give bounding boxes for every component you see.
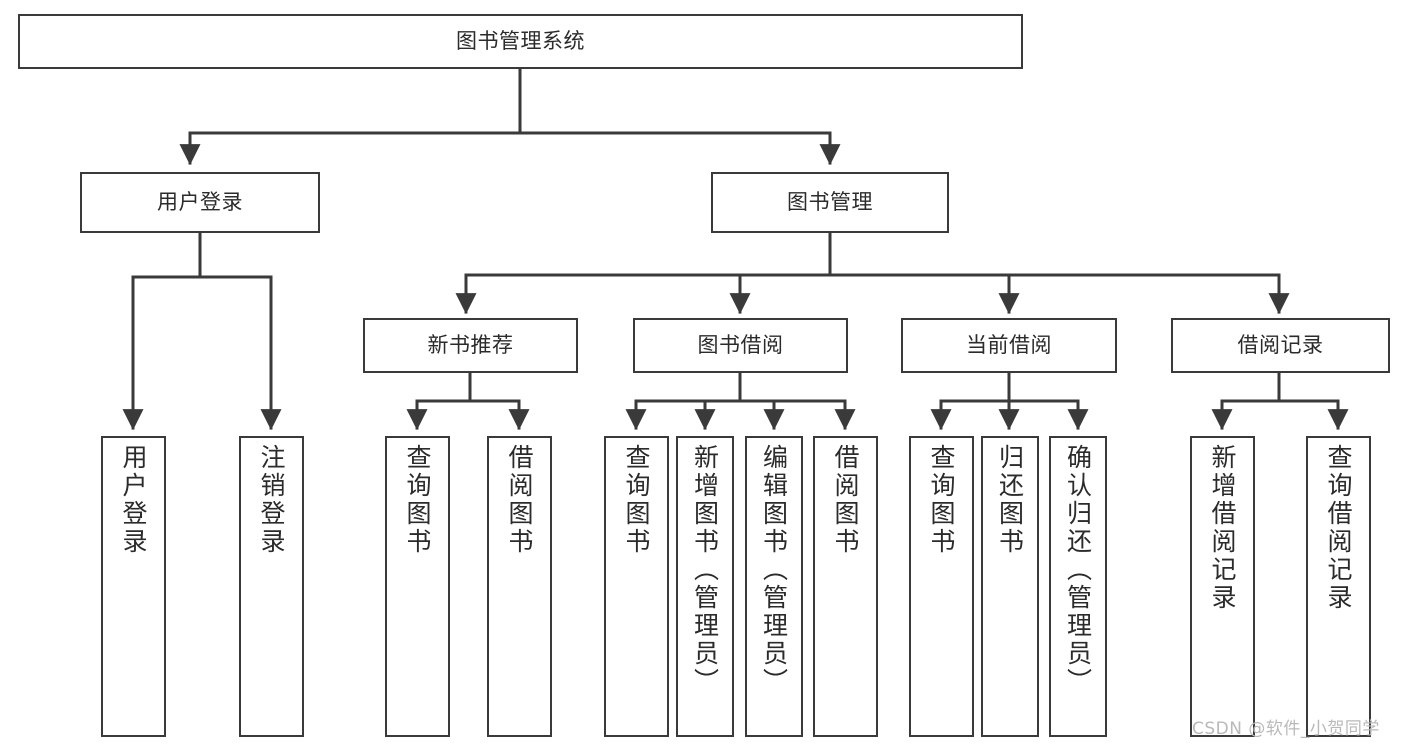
node-label: 借阅记录 [1237, 333, 1324, 358]
node-label: 查询图书 [927, 444, 956, 556]
leaf-user-login-logout[interactable]: 注销登录 [239, 436, 304, 737]
node-label: 编辑图书（管理员） [759, 444, 789, 696]
leaf-borrow-add-book-admin[interactable]: 新增图书（管理员） [676, 436, 734, 737]
node-user-login[interactable]: 用户登录 [80, 172, 320, 233]
node-label: 用户登录 [157, 190, 243, 215]
node-label: 查询图书 [622, 444, 651, 556]
leaf-borrow-query-book[interactable]: 查询图书 [604, 436, 669, 737]
node-book-borrow[interactable]: 图书借阅 [633, 318, 848, 373]
node-label: 注销登录 [257, 444, 286, 556]
node-label: 新增图书（管理员） [690, 444, 720, 696]
leaf-record-add-record[interactable]: 新增借阅记录 [1190, 436, 1255, 737]
leaf-new-book-borrow[interactable]: 借阅图书 [487, 436, 552, 737]
node-label: 新书推荐 [427, 333, 514, 358]
leaf-borrow-borrow-book[interactable]: 借阅图书 [813, 436, 878, 737]
node-borrow-record[interactable]: 借阅记录 [1171, 318, 1390, 373]
node-label: 借阅图书 [831, 444, 860, 556]
node-label: 查询借阅记录 [1324, 444, 1353, 612]
node-label: 图书管理系统 [456, 29, 585, 54]
node-current-borrow[interactable]: 当前借阅 [901, 318, 1117, 373]
leaf-current-return-book[interactable]: 归还图书 [981, 436, 1039, 737]
node-label: 归还图书 [995, 444, 1025, 556]
leaf-current-query-book[interactable]: 查询图书 [909, 436, 974, 737]
node-root-system[interactable]: 图书管理系统 [18, 14, 1023, 69]
node-label: 借阅图书 [505, 444, 534, 556]
csdn-watermark: CSDN @软件_小贺同学 [1192, 719, 1380, 739]
leaf-current-confirm-return-admin[interactable]: 确认归还（管理员） [1049, 436, 1107, 737]
node-label: 新增借阅记录 [1208, 444, 1237, 612]
leaf-new-book-query[interactable]: 查询图书 [385, 436, 450, 737]
node-label: 图书借阅 [697, 333, 784, 358]
node-label: 用户登录 [119, 444, 148, 556]
node-label: 查询图书 [403, 444, 432, 556]
leaf-borrow-edit-book-admin[interactable]: 编辑图书（管理员） [745, 436, 803, 737]
node-label: 图书管理 [787, 190, 873, 215]
node-new-book-recommend[interactable]: 新书推荐 [363, 318, 578, 373]
leaf-user-login-login[interactable]: 用户登录 [101, 436, 166, 737]
leaf-record-query-record[interactable]: 查询借阅记录 [1306, 436, 1371, 737]
node-label: 当前借阅 [966, 333, 1052, 358]
node-label: 确认归还（管理员） [1063, 444, 1093, 696]
node-book-management[interactable]: 图书管理 [711, 172, 949, 233]
